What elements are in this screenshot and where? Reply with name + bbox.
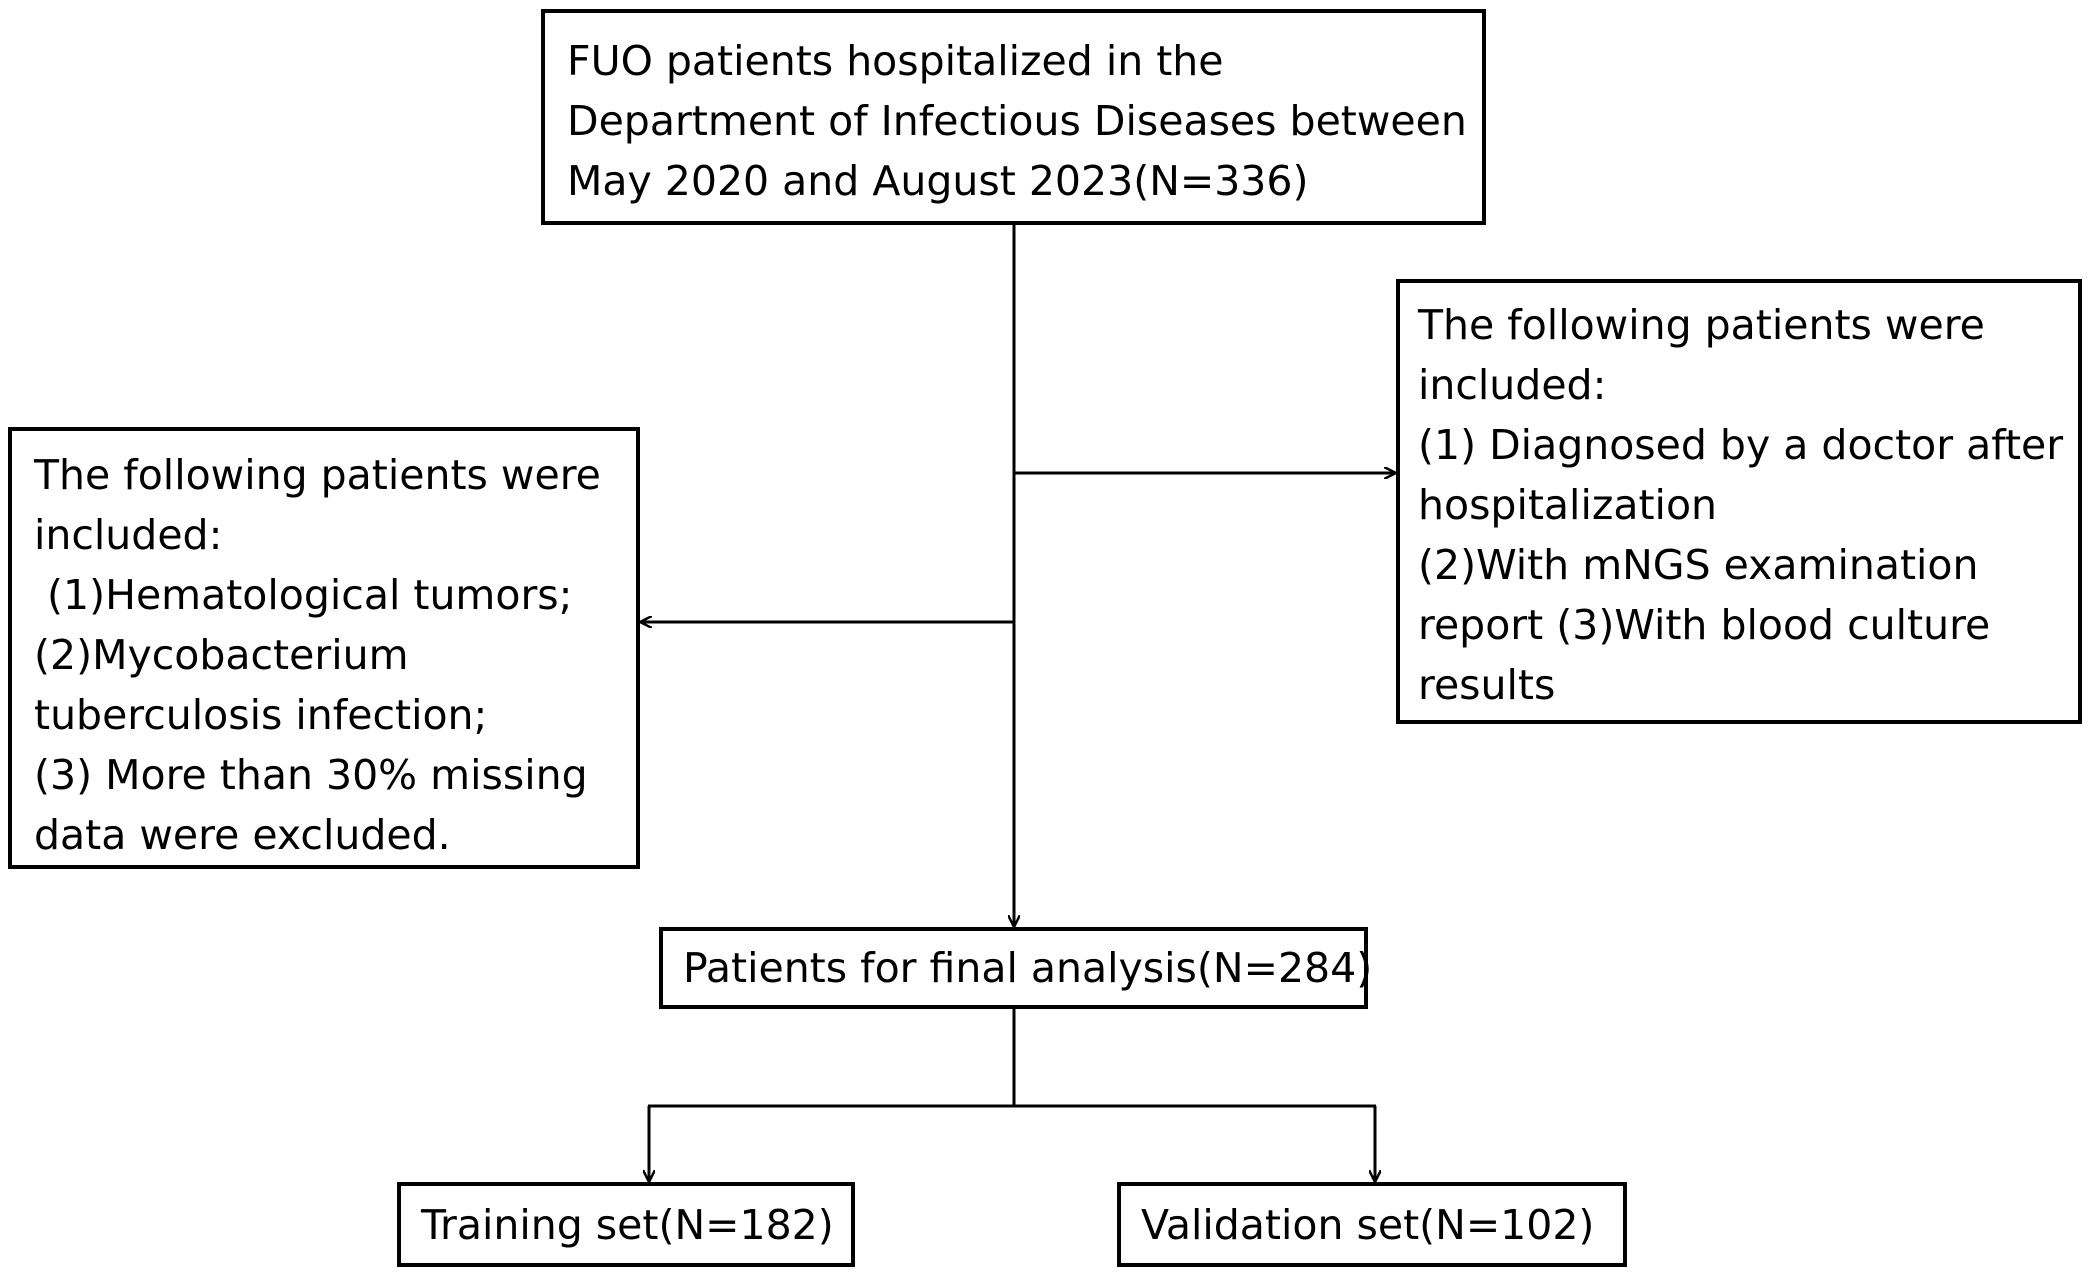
exclusion-line-7: data were excluded. — [34, 811, 451, 859]
exclusion-line-4: (2)Mycobacterium — [34, 631, 409, 679]
cohort-source-box: FUO patients hospitalized in the Departm… — [541, 9, 1486, 225]
exclusion-line-1: The following patients were — [34, 451, 601, 499]
exclusion-line-6: (3) More than 30% missing — [34, 751, 588, 799]
inclusion-line-6: report (3)With blood culture — [1418, 601, 1991, 649]
exclusion-line-3: (1)Hematological tumors; — [34, 571, 573, 619]
exclusion-line-5: tuberculosis infection; — [34, 691, 488, 739]
final-analysis-label: Patients for final analysis(N=284) — [683, 944, 1373, 992]
cohort-source-line-1: FUO patients hospitalized in the — [567, 37, 1224, 85]
validation-set-box: Validation set(N=102) — [1117, 1182, 1627, 1267]
inclusion-line-5: (2)With mNGS examination — [1418, 541, 1979, 589]
cohort-source-line-2: Department of Infectious Diseases betwee… — [567, 97, 1467, 145]
inclusion-line-7: results — [1418, 661, 1556, 709]
training-set-box: Training set(N=182) — [397, 1182, 855, 1267]
validation-set-label: Validation set(N=102) — [1141, 1200, 1595, 1249]
inclusion-line-4: hospitalization — [1418, 481, 1718, 529]
inclusion-line-1: The following patients were — [1418, 301, 1985, 349]
inclusion-line-2: included: — [1418, 361, 1607, 409]
cohort-source-line-3: May 2020 and August 2023(N=336) — [567, 157, 1309, 205]
final-analysis-box: Patients for final analysis(N=284) — [659, 927, 1372, 1009]
inclusion-criteria-box: The following patients were included: (1… — [1396, 279, 2082, 724]
exclusion-criteria-box: The following patients were included: (1… — [8, 427, 640, 869]
training-set-label: Training set(N=182) — [421, 1200, 834, 1249]
exclusion-line-2: included: — [34, 511, 223, 559]
inclusion-line-3: (1) Diagnosed by a doctor after — [1418, 421, 2064, 469]
